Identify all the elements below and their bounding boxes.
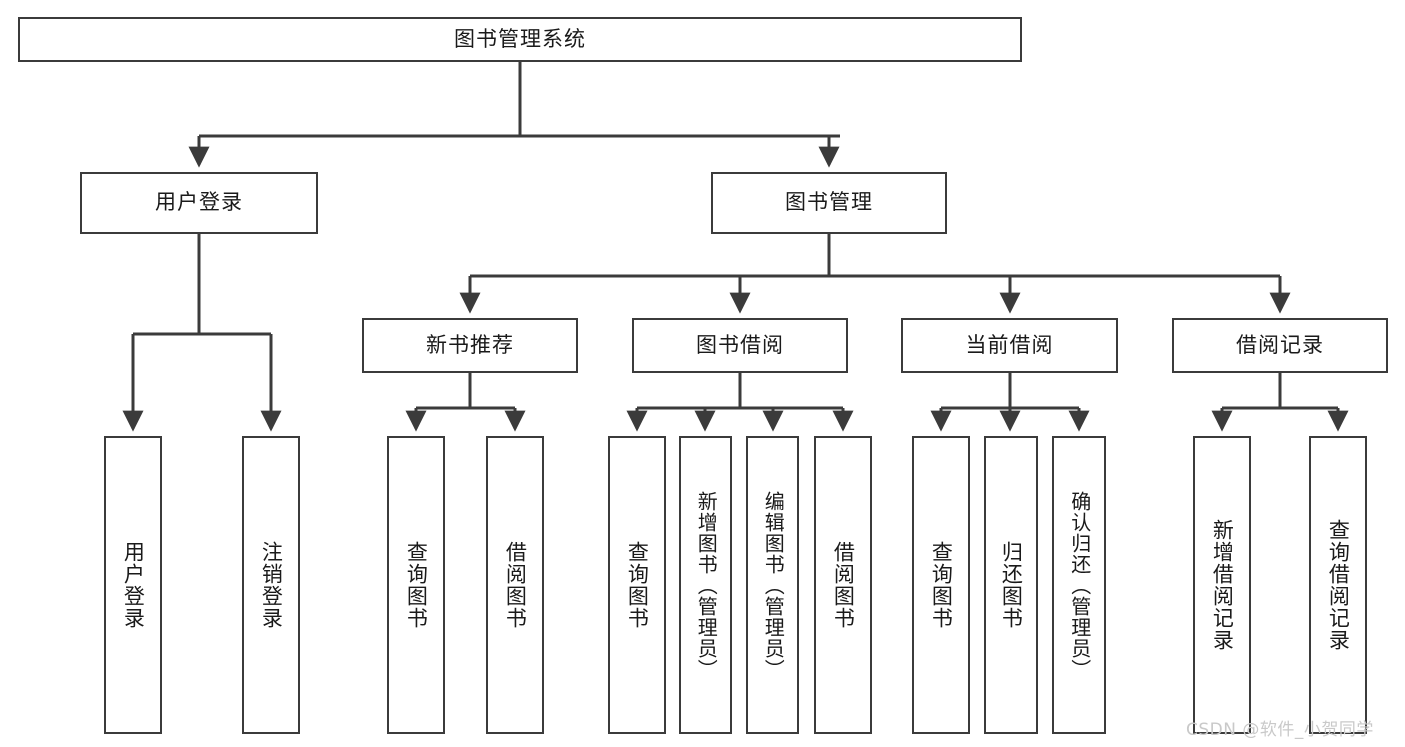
node-book-borrow[interactable]: 图书借阅 <box>632 318 848 373</box>
leaf-bookborrow-add-book[interactable]: 新增图书（管理员） <box>679 436 732 734</box>
leaf-label: 查询图书 <box>404 541 429 629</box>
leaf-user-login-signin[interactable]: 用户登录 <box>104 436 162 734</box>
leaf-borrowrecord-query-record[interactable]: 查询借阅记录 <box>1309 436 1367 734</box>
node-borrow-record[interactable]: 借阅记录 <box>1172 318 1388 373</box>
leaf-newbook-query-book[interactable]: 查询图书 <box>387 436 445 734</box>
leaf-label: 查询图书 <box>625 541 650 629</box>
leaf-user-login-signout[interactable]: 注销登录 <box>242 436 300 734</box>
leaf-label: 注销登录 <box>259 541 284 629</box>
leaf-newbook-borrow-book[interactable]: 借阅图书 <box>486 436 544 734</box>
node-user-login[interactable]: 用户登录 <box>80 172 318 234</box>
csdn-watermark: CSDN @软件_小贺同学 <box>1186 720 1374 740</box>
leaf-borrowrecord-add-record[interactable]: 新增借阅记录 <box>1193 436 1251 734</box>
leaf-label: 查询借阅记录 <box>1326 519 1351 651</box>
node-current-borrow[interactable]: 当前借阅 <box>901 318 1118 373</box>
node-root-system[interactable]: 图书管理系统 <box>18 17 1022 62</box>
leaf-currentborrow-return-book[interactable]: 归还图书 <box>984 436 1038 734</box>
leaf-bookborrow-edit-book[interactable]: 编辑图书（管理员） <box>746 436 799 734</box>
leaf-bookborrow-query-book[interactable]: 查询图书 <box>608 436 666 734</box>
leaf-label: 新增图书（管理员） <box>694 490 719 680</box>
leaf-label: 归还图书 <box>999 541 1024 629</box>
node-book-management[interactable]: 图书管理 <box>711 172 947 234</box>
leaf-label: 编辑图书（管理员） <box>761 490 786 680</box>
leaf-bookborrow-borrow-book[interactable]: 借阅图书 <box>814 436 872 734</box>
node-new-book-recommend[interactable]: 新书推荐 <box>362 318 578 373</box>
leaf-label: 用户登录 <box>121 541 146 629</box>
leaf-label: 借阅图书 <box>831 541 856 629</box>
leaf-label: 借阅图书 <box>503 541 528 629</box>
leaf-currentborrow-confirm-return[interactable]: 确认归还（管理员） <box>1052 436 1106 734</box>
leaf-label: 新增借阅记录 <box>1210 519 1235 651</box>
leaf-currentborrow-query-book[interactable]: 查询图书 <box>912 436 970 734</box>
leaf-label: 确认归还（管理员） <box>1067 490 1092 680</box>
leaf-label: 查询图书 <box>929 541 954 629</box>
